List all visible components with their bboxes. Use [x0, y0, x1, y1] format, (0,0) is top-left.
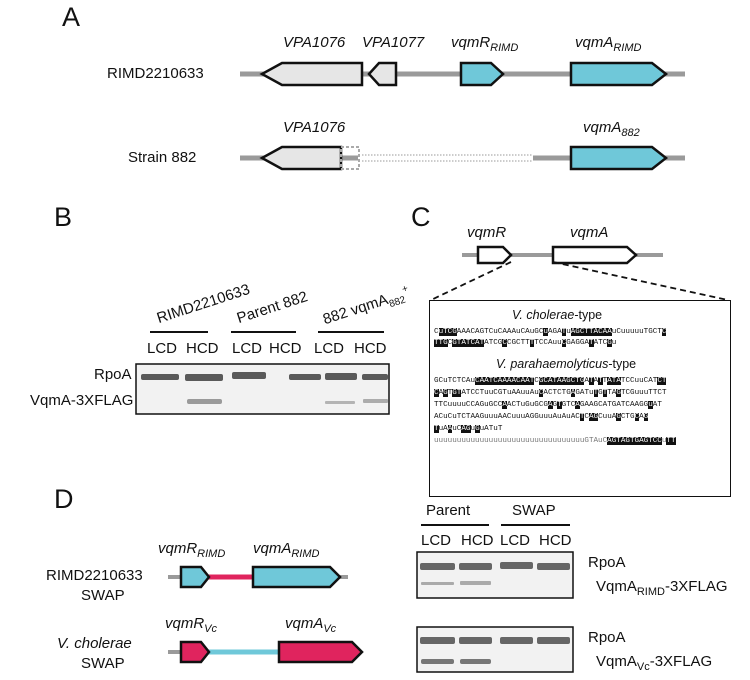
band-rpoa-2 — [185, 374, 223, 381]
gene-arrow-vqma-rimd — [569, 61, 669, 87]
deletion-gap — [358, 153, 533, 163]
gene-arrow-vqma-882 — [569, 145, 669, 171]
band-rpoa-3 — [232, 372, 266, 379]
panel-letter-d: D — [54, 484, 74, 514]
sequence-alignment-box: V. cholerae-type CuTCGAAACAGTCuCAAAuCAuG… — [429, 300, 731, 497]
lane-label-5: LCD — [314, 340, 345, 357]
row2-label-strain: V. cholerae — [57, 635, 132, 652]
zoom-line-left — [430, 261, 512, 301]
vp-sequence-line-2: CAGTGTATCCTuuCGTuAAuuAuCACTCTGAGATuTGTTA… — [434, 389, 667, 397]
vp-sequence-line-3: TTCuuuuCCAGuGCCAACTuGuGCGAGTGTCAGAAGCATG… — [434, 401, 662, 409]
band-rpoa-4 — [289, 374, 321, 380]
vc-sequence-line-1: CuTCGAAACAGTCuCAAAuCAuGCuAGATuAGCTTACAAu… — [434, 328, 667, 336]
blot-d1-bands — [420, 562, 570, 570]
blot-b-flag-bands — [187, 399, 388, 404]
panel-letter-c: C — [411, 202, 431, 232]
vc-sequence-line-2: TTGCGTATCATATCGCCGCTTTTCCAuuCGAGGATATCGu — [434, 339, 617, 347]
panel-letter-b: B — [54, 202, 73, 232]
blot-b-bands — [141, 372, 388, 381]
gene-arrow-vpa1077 — [367, 61, 398, 87]
gene-arrow-vqmr-vc-d — [179, 640, 211, 664]
vp-sequence-line-4: ACuCuTCTAAGuuuAACuuuAGGuuuAuAuACTCAGCuuA… — [434, 413, 649, 421]
band-rpoa-5 — [325, 373, 357, 380]
lane-label-4: HCD — [269, 340, 302, 357]
band-label-vqmaflag-b: VqmA-3XFLAG — [30, 392, 134, 409]
gene-arrow-vqma-vc-d — [277, 640, 364, 664]
band-d2-rpoa-3 — [500, 637, 533, 644]
vp-sequence-line-6: uuuuuuuuuuuuuuuuuuuuuuuuuuuuuuuuuGTAuCAG… — [434, 437, 676, 445]
gene-arrow-vqmr-c — [476, 245, 513, 265]
lane-label-d2: HCD — [461, 532, 494, 549]
gene-label-vqmr-rimd: vqmRRIMD — [451, 34, 519, 54]
gene-arrow-vpa1076 — [259, 61, 364, 87]
gene-arrow-vqmr-rimd — [459, 61, 505, 87]
lane-label-6: HCD — [354, 340, 387, 357]
deletion-dotted-lines — [362, 154, 533, 162]
blot-d2-flag-bands — [421, 659, 491, 664]
band-label-vqma-vc-flag: VqmAVc-3XFLAG — [596, 653, 713, 673]
row2-label-swap: SWAP — [81, 655, 125, 672]
gene-arrow-vqmr-rimd-d — [179, 565, 211, 589]
strain-label-rimd: RIMD2210633 — [107, 65, 204, 82]
gene-label-vqma-882: vqmA882 — [583, 119, 640, 139]
zoom-line-right — [552, 261, 729, 301]
gene-label-vqma-c: vqmA — [570, 224, 609, 241]
gene-label-vqmr-rimd-d: vqmRRIMD — [158, 540, 226, 560]
lane-label-d3: LCD — [500, 532, 531, 549]
band-label-rpoa-b: RpoA — [94, 366, 132, 383]
band-d2-flag-hcd — [460, 659, 491, 664]
band-d1-rpoa-1 — [420, 563, 455, 570]
band-label-rpoa-d2: RpoA — [588, 629, 626, 646]
band-d2-flag-lcd — [421, 659, 454, 664]
strain-label-882: Strain 882 — [128, 149, 197, 166]
band-d1-flag-hcd — [460, 581, 491, 585]
gene-label-vqmr-vc-d: vqmRVc — [165, 615, 218, 635]
lane-label-d1: LCD — [421, 532, 452, 549]
band-vqma-flag-882-lcd — [325, 401, 355, 404]
vc-type-title: V. cholerae-type — [512, 308, 603, 322]
lane-label-2: HCD — [186, 340, 219, 357]
gene-arrow-vpa1076-truncated — [259, 145, 343, 171]
band-label-rpoa-d1: RpoA — [588, 554, 626, 571]
gene-label-vqmr-c: vqmR — [467, 224, 507, 241]
gene-label-vqma-rimd-d: vqmARIMD — [253, 540, 320, 560]
blot-d2-bands — [420, 637, 570, 644]
vp-sequence-line-5: TuAAuCAGuGuATuT — [434, 425, 503, 433]
band-vqma-flag-hcd — [187, 399, 222, 404]
band-d2-rpoa-2 — [459, 637, 492, 644]
band-d1-rpoa-3 — [500, 562, 533, 569]
band-d1-rpoa-4 — [537, 563, 570, 570]
gene-label-vqma-rimd: vqmARIMD — [575, 34, 642, 54]
band-label-vqma-rimd-flag: VqmARIMD-3XFLAG — [596, 578, 728, 598]
western-blot-b — [135, 363, 390, 415]
group-label-swap: SWAP — [512, 502, 556, 519]
band-rpoa-1 — [141, 374, 179, 380]
band-d1-flag-lcd — [421, 582, 454, 585]
band-d2-rpoa-1 — [420, 637, 455, 644]
western-blot-d1 — [416, 551, 574, 599]
gene-label-vpa1076-882: VPA1076 — [283, 119, 346, 136]
gene-label-vpa1076: VPA1076 — [283, 34, 346, 51]
gene-label-vpa1077: VPA1077 — [362, 34, 425, 51]
lane-label-d4: HCD — [539, 532, 572, 549]
lane-label-1: LCD — [147, 340, 178, 357]
band-d2-rpoa-4 — [537, 637, 570, 644]
gene-arrow-vqma-c — [551, 245, 638, 265]
lane-label-3: LCD — [232, 340, 263, 357]
gene-label-vqma-vc-d: vqmAVc — [285, 615, 337, 635]
band-d1-rpoa-2 — [459, 563, 492, 570]
gene-arrow-vqma-rimd-d — [251, 565, 342, 589]
western-blot-d2 — [416, 626, 574, 673]
blot-d1-flag-bands — [421, 581, 491, 585]
row1-label-strain: RIMD2210633 — [46, 567, 143, 584]
row1-label-swap: SWAP — [81, 587, 125, 604]
band-vqma-flag-882-hcd — [363, 399, 388, 403]
vp-sequence-line-1: GCuTCTCAuCAATCAAAACAATCGCATAAGCTGATATTAT… — [434, 377, 667, 385]
band-rpoa-6 — [362, 374, 388, 380]
vp-type-title: V. parahaemolyticus-type — [496, 357, 637, 371]
panel-letter-a: A — [62, 2, 81, 32]
group-label-parent: Parent — [426, 502, 471, 519]
